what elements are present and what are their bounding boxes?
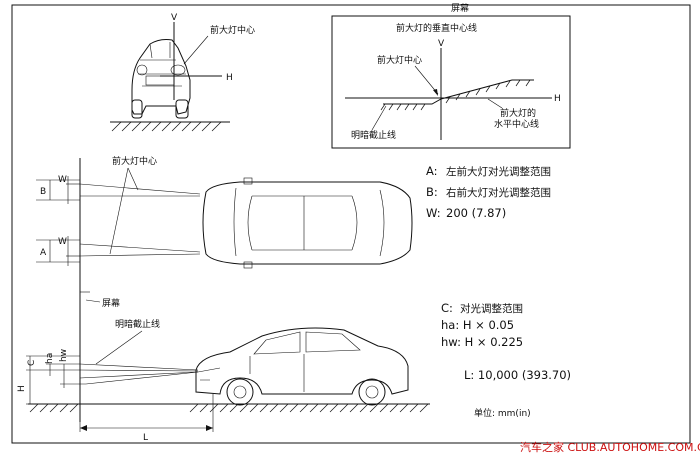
side-cutoff-line-label: 明暗截止线 (115, 318, 160, 330)
screen-box: 屏幕 前大灯的垂直中心线 V H 前大灯中心 前大灯的 水平中心线 明暗截止线 (331, 2, 571, 149)
top-dim-w-top: W (58, 175, 67, 185)
side-dim-l: L (143, 433, 148, 443)
legend-b-text: 右前大灯对光调整范围 (446, 186, 551, 199)
legend-l: L: 10,000 (393.70) (464, 368, 571, 382)
top-dim-w-bottom: W (58, 237, 67, 247)
legend-a-text: 左前大灯对光调整范围 (446, 165, 551, 178)
screen-box-frame (331, 15, 571, 149)
side-dim-ha: ha (45, 353, 55, 364)
car-side-silhouette (195, 327, 409, 395)
legend-ha: ha: H × 0.05 (441, 318, 514, 332)
screen-headlamp-center-label: 前大灯中心 (377, 54, 422, 66)
screen-h-label: H (554, 94, 561, 104)
side-dim-hw: hw (59, 349, 69, 362)
screen-horizontal-center-label-line2: 水平中心线 (494, 118, 539, 130)
outer-frame (11, 4, 691, 444)
legend-b-key: B: (426, 185, 438, 199)
car-front-silhouette (131, 39, 191, 115)
front-v-label: V (171, 13, 178, 23)
screen-v-label: V (438, 39, 445, 49)
car-top-outline (202, 181, 413, 265)
screen-box-title: 屏幕 (451, 2, 469, 14)
legend-c-key: C: (441, 301, 453, 315)
top-headlamp-center-label: 前大灯中心 (112, 155, 157, 167)
aiming-legend: A: 左前大灯对光调整范围 B: 右前大灯对光调整范围 W: 200 (7.87… (426, 164, 571, 419)
side-dim-c: C (27, 360, 37, 366)
side-dim-h: H (17, 385, 27, 392)
screen-vertical-center-line-label: 前大灯的垂直中心线 (396, 22, 477, 34)
top-screen-label: 屏幕 (102, 297, 120, 309)
legend-w-text: 200 (7.87) (446, 206, 506, 220)
top-view: 屏幕 B W A W 前大灯中心 (36, 155, 413, 422)
top-dim-b: B (40, 187, 46, 197)
front-h-label: H (226, 73, 233, 83)
screen-horizontal-center-label-line1: 前大灯的 (500, 107, 536, 119)
front-view: V H 前大灯中心 (110, 13, 255, 132)
screen-cutoff-line-label: 明暗截止线 (351, 129, 396, 141)
legend-w-key: W: (426, 206, 441, 220)
legend-hw: hw: H × 0.225 (441, 335, 523, 349)
watermark: 汽车之家 CLUB.AUTOHOME.COM.CN (520, 440, 700, 454)
legend-a-key: A: (426, 164, 438, 178)
side-view: 明暗截止线 C ha hw H L (17, 318, 430, 443)
top-dim-a: A (40, 248, 47, 258)
legend-unit: 单位: mm(in) (474, 407, 531, 419)
screen-cutoff-line (383, 79, 534, 105)
front-center-label: 前大灯中心 (210, 24, 255, 36)
legend-c-text: 对光调整范围 (460, 302, 523, 315)
